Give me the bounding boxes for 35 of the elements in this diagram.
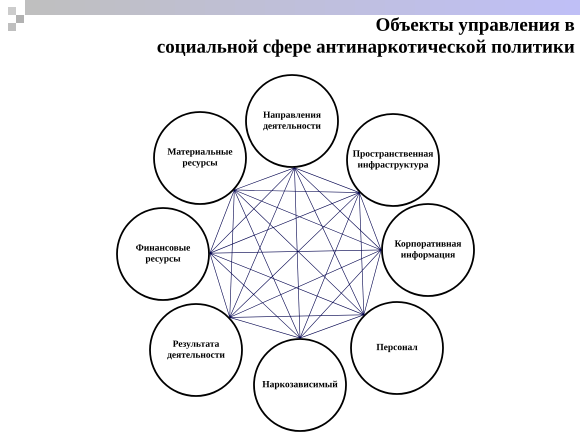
connector-line <box>358 192 364 316</box>
connector-line <box>294 168 360 193</box>
connector-line <box>210 252 300 338</box>
connector-line <box>229 317 300 338</box>
connector-line <box>210 168 295 254</box>
circle-node: Персонал <box>350 301 444 395</box>
connector-line <box>234 190 300 338</box>
connector-line <box>358 192 382 250</box>
title: Объекты управления в социальной сфере антинаркотической политики <box>158 17 574 57</box>
connector-line <box>234 190 360 193</box>
connector-line <box>234 190 382 250</box>
connector-line <box>229 314 364 318</box>
connector-line <box>364 250 382 316</box>
connector-line <box>234 168 295 190</box>
connector-line <box>300 250 382 338</box>
connector-line <box>210 252 230 318</box>
connector-line <box>210 192 360 254</box>
connector-line <box>294 168 382 250</box>
connector-line <box>229 190 235 318</box>
connector-line <box>210 190 235 254</box>
circle-node: Корпоративная информация <box>381 203 475 297</box>
circle-node: Финансовые ресурсы <box>116 207 210 301</box>
connector-line <box>210 252 364 316</box>
connector-line <box>300 314 364 338</box>
circle-node: Результата деятельности <box>149 303 243 397</box>
connector-line <box>294 168 300 338</box>
connector-line <box>300 192 360 338</box>
circle-node: Материальные ресурсы <box>153 111 247 205</box>
connector-line <box>229 250 382 318</box>
connector-line <box>210 250 382 254</box>
circle-node: Наркозависимый <box>253 338 347 432</box>
circle-node: Пространственная инфраструктура <box>346 113 440 207</box>
circle-node: Направления деятельности <box>245 74 339 168</box>
connector-line <box>229 168 295 318</box>
connector-line <box>294 168 364 316</box>
